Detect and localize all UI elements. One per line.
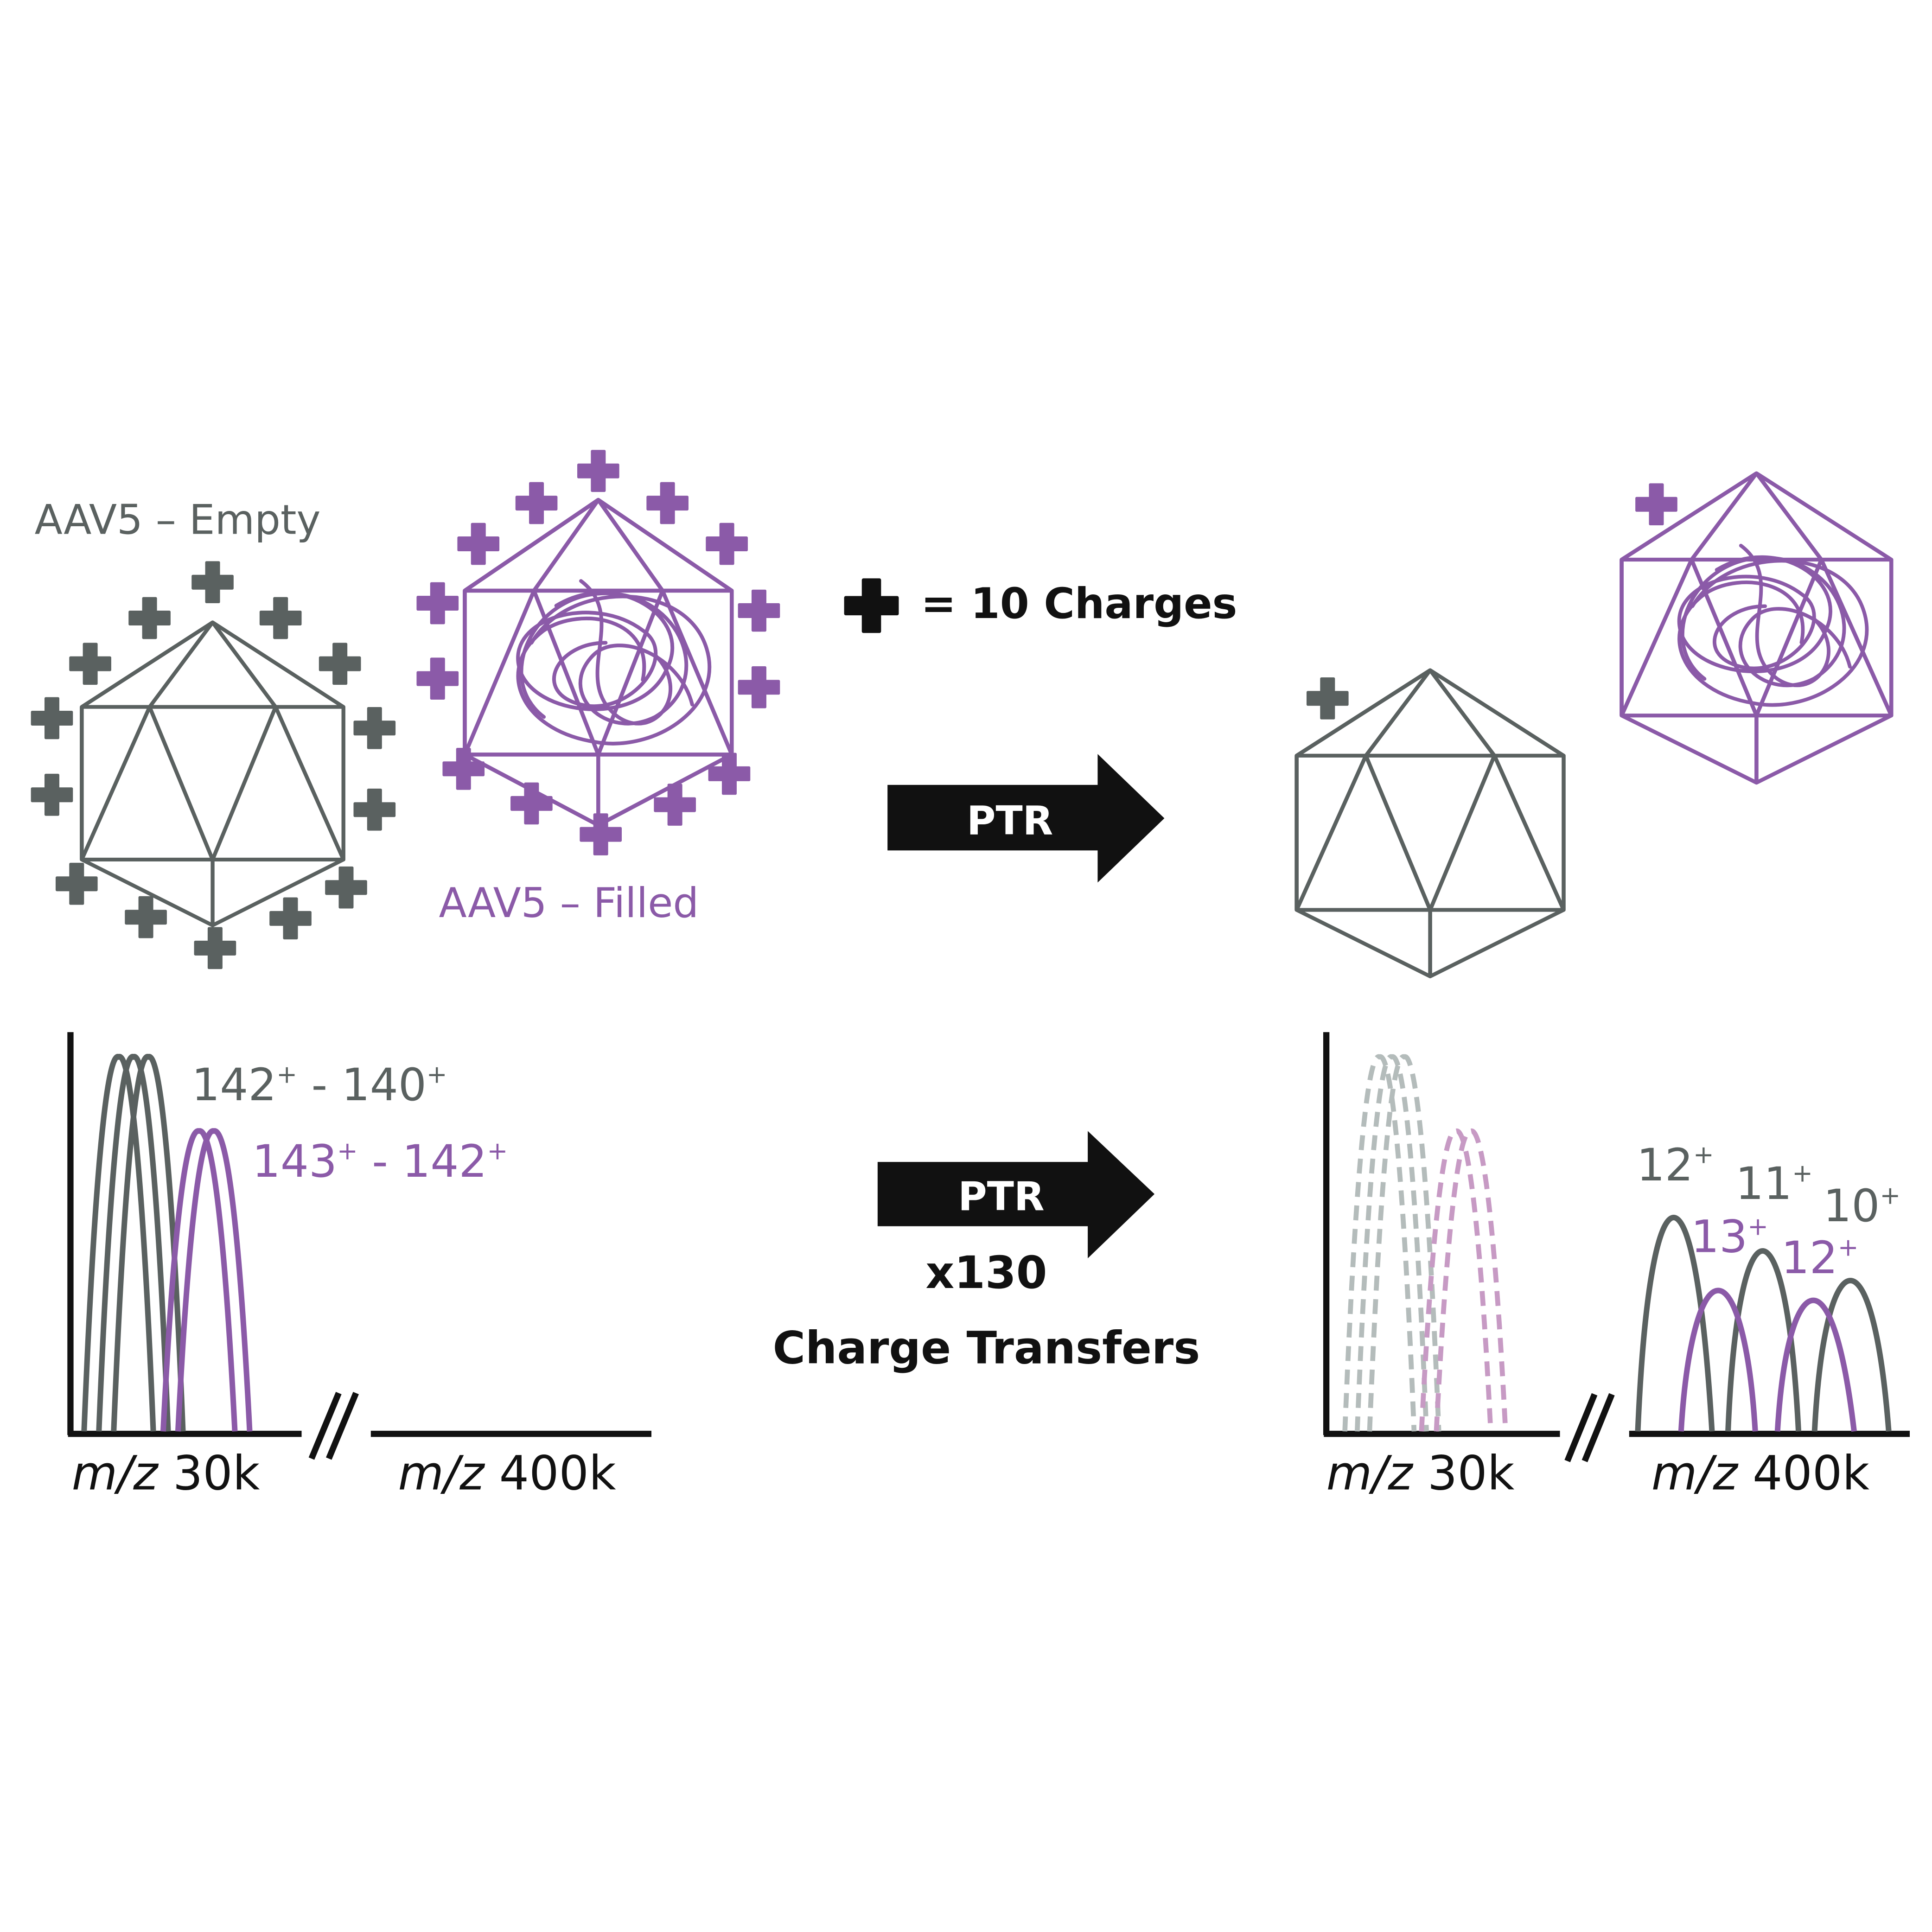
plus-charge-icon	[510, 782, 553, 825]
charge-labels: 12+ 11+ 10+ 13+ 12+	[1637, 1139, 1900, 1284]
peak-label-gray: 142+ - 140+	[191, 1059, 447, 1111]
plus-charge-icon	[577, 450, 619, 492]
plus-charge-icon	[646, 482, 689, 524]
ptr-label-bottom: PTR	[958, 1174, 1044, 1220]
charge-label: 10+	[1823, 1180, 1900, 1232]
plus-charge-icon	[31, 773, 73, 816]
charge-label: 12+	[1781, 1232, 1859, 1284]
charge-label: 13+	[1691, 1211, 1768, 1263]
empty-capsid-icon	[82, 622, 343, 925]
plus-charge-icon	[416, 582, 459, 625]
x-tick-low: m/z 30k	[72, 1446, 260, 1501]
ptr-arrow-bottom: PTR x130 Charge Transfers	[773, 1131, 1200, 1374]
spectrum-after: 12+ 11+ 10+ 13+ 12+ m/z 30k m/z 400k	[1323, 1032, 1910, 1501]
plus-charge-icon	[353, 788, 396, 831]
peak	[96, 1054, 171, 1432]
purple-charge-peaks	[1678, 1288, 1857, 1432]
plus-charge-icon	[125, 896, 167, 938]
ghost-purple-peaks	[1419, 1129, 1508, 1432]
legend: = 10 Charges	[844, 578, 1237, 633]
peak	[111, 1054, 186, 1432]
peak-12	[1774, 1297, 1857, 1432]
plus-charge-icon	[191, 561, 234, 604]
x-tick-high: m/z 400k	[1651, 1446, 1870, 1501]
genome-scribble-icon	[1679, 546, 1867, 705]
empty-capsid-label: AAV5 – Empty	[35, 496, 321, 544]
plus-charge-icon	[1306, 677, 1349, 720]
peak	[81, 1054, 156, 1432]
multiplier-label: x130	[925, 1247, 1047, 1299]
plus-charge-icon	[738, 589, 780, 632]
plus-charge-icon	[325, 866, 367, 909]
gray-peaks	[81, 1054, 186, 1432]
plus-charge-icon	[69, 643, 111, 685]
empty-capsid-icon	[1297, 670, 1564, 976]
arrow-right-icon	[877, 1131, 1155, 1259]
peak-label-purple: 143+ - 142+	[252, 1135, 508, 1187]
plus-charge-icon	[1635, 483, 1677, 526]
peak-13	[1678, 1288, 1758, 1432]
axis-break-icon	[301, 1392, 371, 1460]
plus-charge-icon	[128, 597, 171, 639]
plus-charge-icon	[55, 862, 98, 905]
charge-label: 11+	[1735, 1158, 1813, 1210]
peak-10	[1811, 1278, 1892, 1432]
ptr-label-top: PTR	[967, 798, 1053, 844]
peak	[175, 1128, 253, 1432]
purple-peaks	[160, 1128, 253, 1432]
plus-charge-icon	[353, 707, 396, 749]
empty-capsid-group: AAV5 – Empty	[31, 496, 396, 969]
peak	[1354, 1054, 1429, 1432]
peak	[1367, 1054, 1441, 1432]
x-tick-high: m/z 400k	[398, 1446, 616, 1501]
peak	[1419, 1129, 1493, 1432]
spectrum-before: 142+ - 140+ 143+ - 142+ m/z 30k m/z 400k	[67, 1032, 651, 1501]
plus-charge-icon	[194, 927, 236, 969]
plus-charge-icon	[457, 523, 500, 565]
plus-charge-icon	[844, 578, 899, 633]
peak	[1342, 1054, 1417, 1432]
arrow-right-icon	[887, 754, 1165, 883]
charge-transfers-label: Charge Transfers	[773, 1322, 1200, 1374]
plus-charge-icon	[738, 666, 780, 708]
plus-charge-icon	[31, 697, 73, 740]
peak	[160, 1128, 238, 1432]
axis-break-icon	[1560, 1393, 1629, 1462]
plus-charge-icon	[708, 752, 751, 795]
plus-charge-icon	[269, 897, 312, 940]
ptr-arrow-top: PTR	[887, 754, 1165, 883]
plus-charge-icon	[654, 784, 696, 826]
plus-charge-icon	[706, 523, 748, 565]
peak	[1434, 1129, 1508, 1432]
plus-charge-icon	[515, 482, 558, 524]
charge-label: 12+	[1637, 1139, 1714, 1191]
ghost-gray-peaks	[1342, 1054, 1441, 1432]
plus-charge-icon	[319, 643, 361, 685]
x-tick-low: m/z 30k	[1326, 1446, 1515, 1501]
after-ptr-capsids	[1297, 473, 1892, 976]
filled-capsid-label: AAV5 – Filled	[439, 879, 699, 927]
filled-capsid-group: AAV5 – Filled	[416, 450, 780, 927]
legend-text: = 10 Charges	[921, 580, 1237, 628]
plus-charge-icon	[259, 597, 302, 639]
plus-charge-icon	[416, 657, 459, 700]
